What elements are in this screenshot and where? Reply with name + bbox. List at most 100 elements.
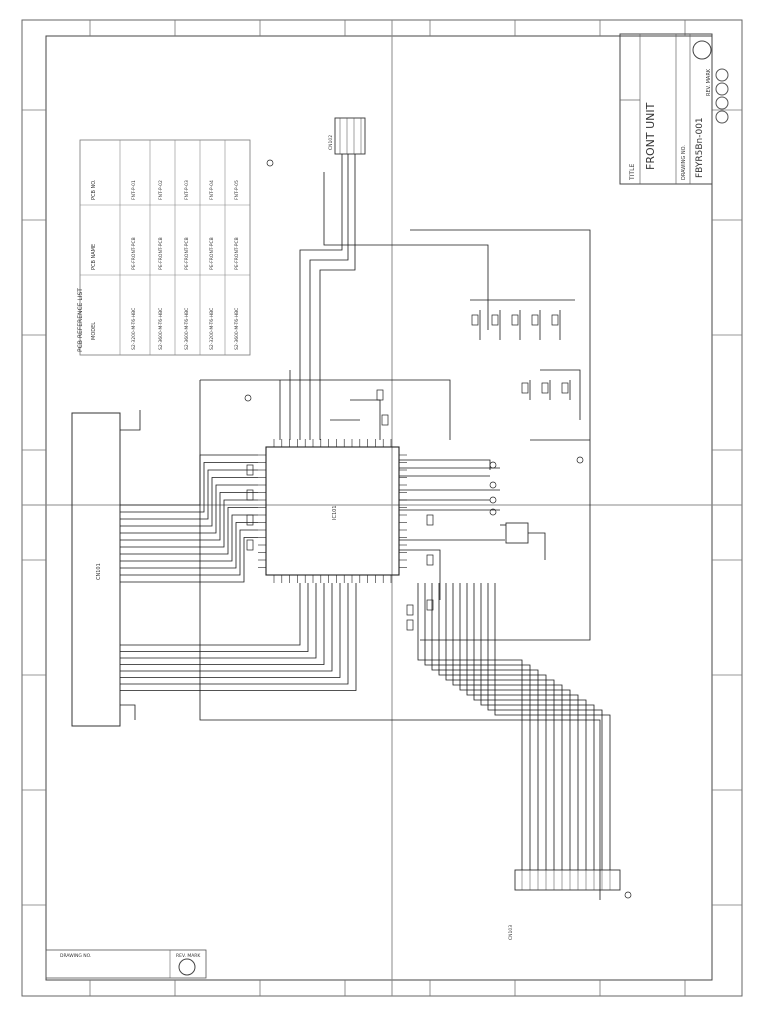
- test-point: [576, 456, 584, 464]
- display-ref: CN101: [96, 563, 102, 580]
- wire-trace: [528, 532, 546, 560]
- wire-trace: [120, 583, 357, 691]
- table-cell-model: S2-3600-M-T6-HBC: [158, 308, 164, 350]
- wire-trace: [438, 583, 547, 870]
- wire-trace: [452, 583, 563, 870]
- wire-trace: [120, 583, 317, 659]
- pcb-reference-table: PCB REFERENCE LIST MODEL PCB NAME PCB NO…: [77, 139, 251, 356]
- table-title: PCB REFERENCE LIST: [77, 288, 84, 352]
- passive-component: [246, 514, 254, 526]
- table-cell-model: S2-3600-M-T6-HBC: [234, 308, 240, 350]
- wire-trace: [120, 469, 258, 520]
- table-cell-pcb-name: PE-FRONT-PCB: [209, 237, 215, 270]
- wire-trace: [480, 583, 595, 870]
- wire-trace: [410, 229, 591, 641]
- table-cell-pcb-no: FNT-P-02: [158, 180, 164, 200]
- revision-circle: [715, 110, 729, 124]
- wire-trace: [431, 583, 539, 870]
- passive-component: [521, 382, 529, 394]
- test-point: [489, 496, 497, 504]
- table-header-model: MODEL: [91, 322, 97, 340]
- bottom-connector: CN103: [508, 869, 621, 940]
- zone-ticks: [22, 20, 742, 996]
- test-point: [489, 481, 497, 489]
- top-connector-ref: CN102: [328, 135, 334, 150]
- passive-component: [381, 414, 389, 426]
- wire-trace: [466, 583, 579, 870]
- drawing-number: FBYR5Bn-001: [695, 117, 705, 178]
- bottom-rev-label: REV. MARK: [176, 953, 201, 959]
- wire-trace: [120, 583, 333, 672]
- drawing-no-label: DRAWING NO.: [681, 145, 687, 180]
- table-cell-pcb-name: PE-FRONT-PCB: [184, 237, 190, 270]
- wire-trace: [494, 583, 611, 870]
- table-cell-pcb-name: PE-FRONT-PCB: [234, 237, 240, 270]
- wire-trace: [120, 583, 309, 652]
- passive-component: [426, 599, 434, 611]
- wire-trace: [120, 462, 258, 513]
- table-header-pcb-no: PCB NO.: [91, 179, 97, 200]
- table-header-pcb-name: PCB NAME: [91, 244, 97, 270]
- title-block: TITLE FRONT UNIT DRAWING NO. FBYR5Bn-001…: [619, 33, 729, 185]
- wire-trace: [445, 583, 555, 870]
- wire-trace: [120, 537, 258, 583]
- passive-component: [561, 382, 569, 394]
- passive-component: [426, 554, 434, 566]
- table-cell-pcb-no: FNT-P-03: [184, 180, 190, 200]
- passive-component: [406, 619, 414, 631]
- wire-trace: [319, 154, 356, 440]
- wire-trace: [120, 477, 258, 527]
- revision-circle: [715, 96, 729, 110]
- table-cell-model: S2-3200-M-T6-HBC: [209, 308, 215, 350]
- wire-trace: [473, 583, 587, 870]
- passive-component: [471, 314, 479, 326]
- wire-trace: [299, 154, 343, 440]
- table-cell-model: S2-3200-M-T6-HBC: [131, 308, 137, 350]
- wire-trace: [120, 704, 136, 720]
- wire-trace: [199, 380, 601, 900]
- bottom-connector-ref: CN103: [508, 925, 514, 940]
- passive-component: [491, 314, 499, 326]
- wire-trace: [120, 583, 325, 665]
- wire-trace: [309, 154, 349, 440]
- test-point: [266, 159, 274, 167]
- bottom-revision-circle: [178, 958, 196, 976]
- wire-trace: [120, 499, 258, 548]
- table-cell-pcb-name: PE-FRONT-PCB: [158, 237, 164, 270]
- wire-trace: [417, 583, 523, 870]
- passive-component: [531, 314, 539, 326]
- passive-component: [511, 314, 519, 326]
- passive-component: [246, 539, 254, 551]
- wiring: [120, 118, 632, 900]
- main-ic: IC101: [258, 439, 407, 583]
- wire-trace: [120, 410, 141, 431]
- wire-trace: [120, 583, 301, 646]
- passive-component: [376, 389, 384, 401]
- display-module: CN101: [71, 412, 121, 727]
- revision-circle: [692, 40, 712, 60]
- wire-trace: [424, 583, 531, 870]
- table-cell-pcb-no: FNT-P-04: [209, 180, 215, 200]
- revision-circle: [715, 82, 729, 96]
- passive-component: [246, 464, 254, 476]
- small-ic: [505, 522, 529, 544]
- wire-trace: [120, 529, 258, 576]
- passive-component: [551, 314, 559, 326]
- wire-trace: [459, 583, 571, 870]
- bottom-title-block: DRAWING NO. REV. MARK: [45, 949, 207, 979]
- wire-trace: [120, 514, 258, 562]
- wire-trace: [120, 484, 258, 534]
- table-cell-pcb-name: PE-FRONT-PCB: [131, 237, 137, 270]
- wire-trace: [399, 549, 441, 600]
- passive-component: [246, 489, 254, 501]
- test-point: [489, 508, 497, 516]
- top-connector: CN102: [328, 117, 366, 155]
- table-cell-pcb-no: FNT-P-05: [234, 180, 240, 200]
- rev-mark-label: REV. MARK: [706, 68, 712, 96]
- drawing-title: FRONT UNIT: [644, 102, 657, 170]
- passive-component: [541, 382, 549, 394]
- test-point: [624, 891, 632, 899]
- sheet-frame: [21, 19, 743, 997]
- wire-trace: [120, 492, 258, 541]
